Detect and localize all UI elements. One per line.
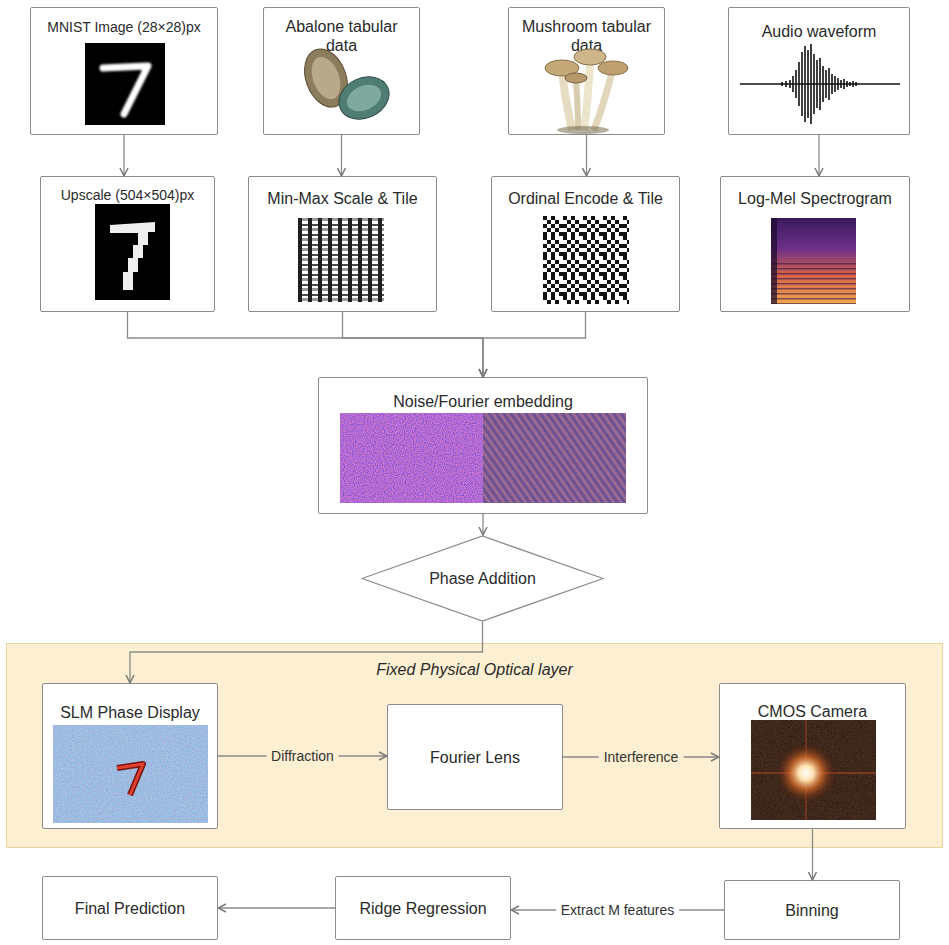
connector <box>483 312 586 377</box>
connector <box>123 135 124 176</box>
text-wrap: CMOS Camera <box>720 684 905 721</box>
connector <box>218 907 335 908</box>
process-box: CMOS Camera <box>719 683 906 829</box>
node-label: Min-Max Scale & Tile <box>249 189 436 208</box>
node-label: CMOS Camera <box>720 702 905 721</box>
process-box: Audio waveform <box>728 7 910 135</box>
node-label: Log-Mel Spectrogram <box>721 189 909 208</box>
text-wrap: Upscale (504×504)px <box>41 177 214 205</box>
text-wrap: Audio waveform <box>729 8 909 41</box>
node-label: SLM Phase Display <box>43 703 217 722</box>
process-box: Mushroom tabular data <box>508 7 665 135</box>
connector <box>818 135 819 176</box>
text-wrap: Ordinal Encode & Tile <box>492 177 679 208</box>
text-wrap: Phase Addition <box>361 569 604 588</box>
text-wrap: Ridge Regression <box>336 899 510 918</box>
node-label: Phase Addition <box>361 569 604 588</box>
node-label: Noise/Fourier embedding <box>319 392 647 411</box>
text-wrap: Abalone tabular data <box>264 8 419 55</box>
process-box: Upscale (504×504)px <box>40 176 215 312</box>
text-wrap: Binning <box>725 901 899 920</box>
node-label: Binning <box>725 901 899 920</box>
node-label: Audio waveform <box>729 22 909 41</box>
process-box: MNIST Image (28×28)px <box>30 7 218 135</box>
node-label: Fourier Lens <box>388 748 562 767</box>
node-label: Ordinal Encode & Tile <box>492 189 679 208</box>
connector <box>482 514 483 535</box>
edge-label: Diffraction <box>266 748 339 765</box>
process-box: Noise/Fourier embedding <box>318 377 648 514</box>
process-box: Binning <box>724 880 900 940</box>
node-label: Final Prediction <box>43 899 217 918</box>
text-wrap: Min-Max Scale & Tile <box>249 177 436 208</box>
text-wrap: SLM Phase Display <box>43 684 217 722</box>
process-box: SLM Phase Display <box>42 683 218 829</box>
text-wrap: Log-Mel Spectrogram <box>721 177 909 208</box>
text-wrap: Fixed Physical Optical layer <box>7 644 942 679</box>
text-wrap: Mushroom tabular data <box>509 8 664 55</box>
node-label: MNIST Image (28×28)px <box>31 18 217 37</box>
connector <box>586 135 587 176</box>
connector <box>128 312 484 377</box>
text-wrap: Noise/Fourier embedding <box>319 378 647 411</box>
node-label: Mushroom tabular data <box>509 17 664 55</box>
edge-label: Interference <box>599 749 684 766</box>
decision-diamond: Phase Addition <box>361 535 604 622</box>
diamond-shape <box>362 536 603 621</box>
connector <box>341 135 342 176</box>
text-wrap: Final Prediction <box>43 899 217 918</box>
process-box: Fourier Lens <box>387 704 563 810</box>
connector <box>812 829 813 880</box>
process-box: Min-Max Scale & Tile <box>248 176 437 312</box>
band-title: Fixed Physical Optical layer <box>7 660 942 679</box>
node-label: Ridge Regression <box>336 899 510 918</box>
process-box: Log-Mel Spectrogram <box>720 176 910 312</box>
edge-label: Extract M features <box>556 902 680 919</box>
process-box: Final Prediction <box>42 876 218 940</box>
text-wrap: MNIST Image (28×28)px <box>31 8 217 37</box>
process-box: Abalone tabular data <box>263 7 420 135</box>
optical-layer-band: Fixed Physical Optical layerSLM Phase Di… <box>6 643 943 848</box>
node-label: Abalone tabular data <box>264 17 419 55</box>
connector <box>343 312 484 377</box>
text-wrap: Fourier Lens <box>388 748 562 767</box>
process-box: Ordinal Encode & Tile <box>491 176 680 312</box>
process-box: Ridge Regression <box>335 876 511 940</box>
node-label: Upscale (504×504)px <box>41 186 214 205</box>
